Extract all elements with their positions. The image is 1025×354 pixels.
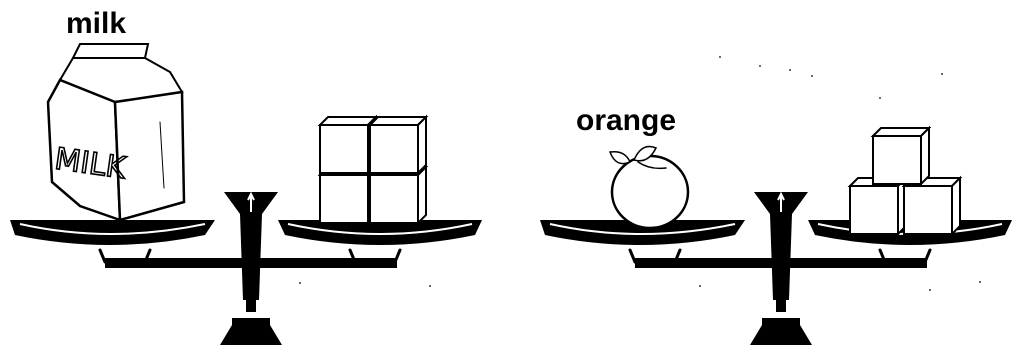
- cube: [873, 128, 929, 184]
- orange-icon: [610, 147, 688, 229]
- item-label-orange: orange: [576, 104, 676, 137]
- cube: [320, 167, 376, 223]
- cube-stack-icon: [320, 117, 426, 223]
- cube: [904, 178, 960, 234]
- cube: [370, 117, 426, 173]
- cube: [850, 178, 906, 234]
- cube: [370, 167, 426, 223]
- cube: [320, 117, 376, 173]
- scale-milk: milk MILK: [10, 7, 482, 345]
- cube-stack-icon: [850, 128, 960, 234]
- milk-carton-icon: MILK: [48, 44, 184, 220]
- item-label-milk: milk: [66, 7, 126, 40]
- scale-orange: orange: [540, 104, 1012, 345]
